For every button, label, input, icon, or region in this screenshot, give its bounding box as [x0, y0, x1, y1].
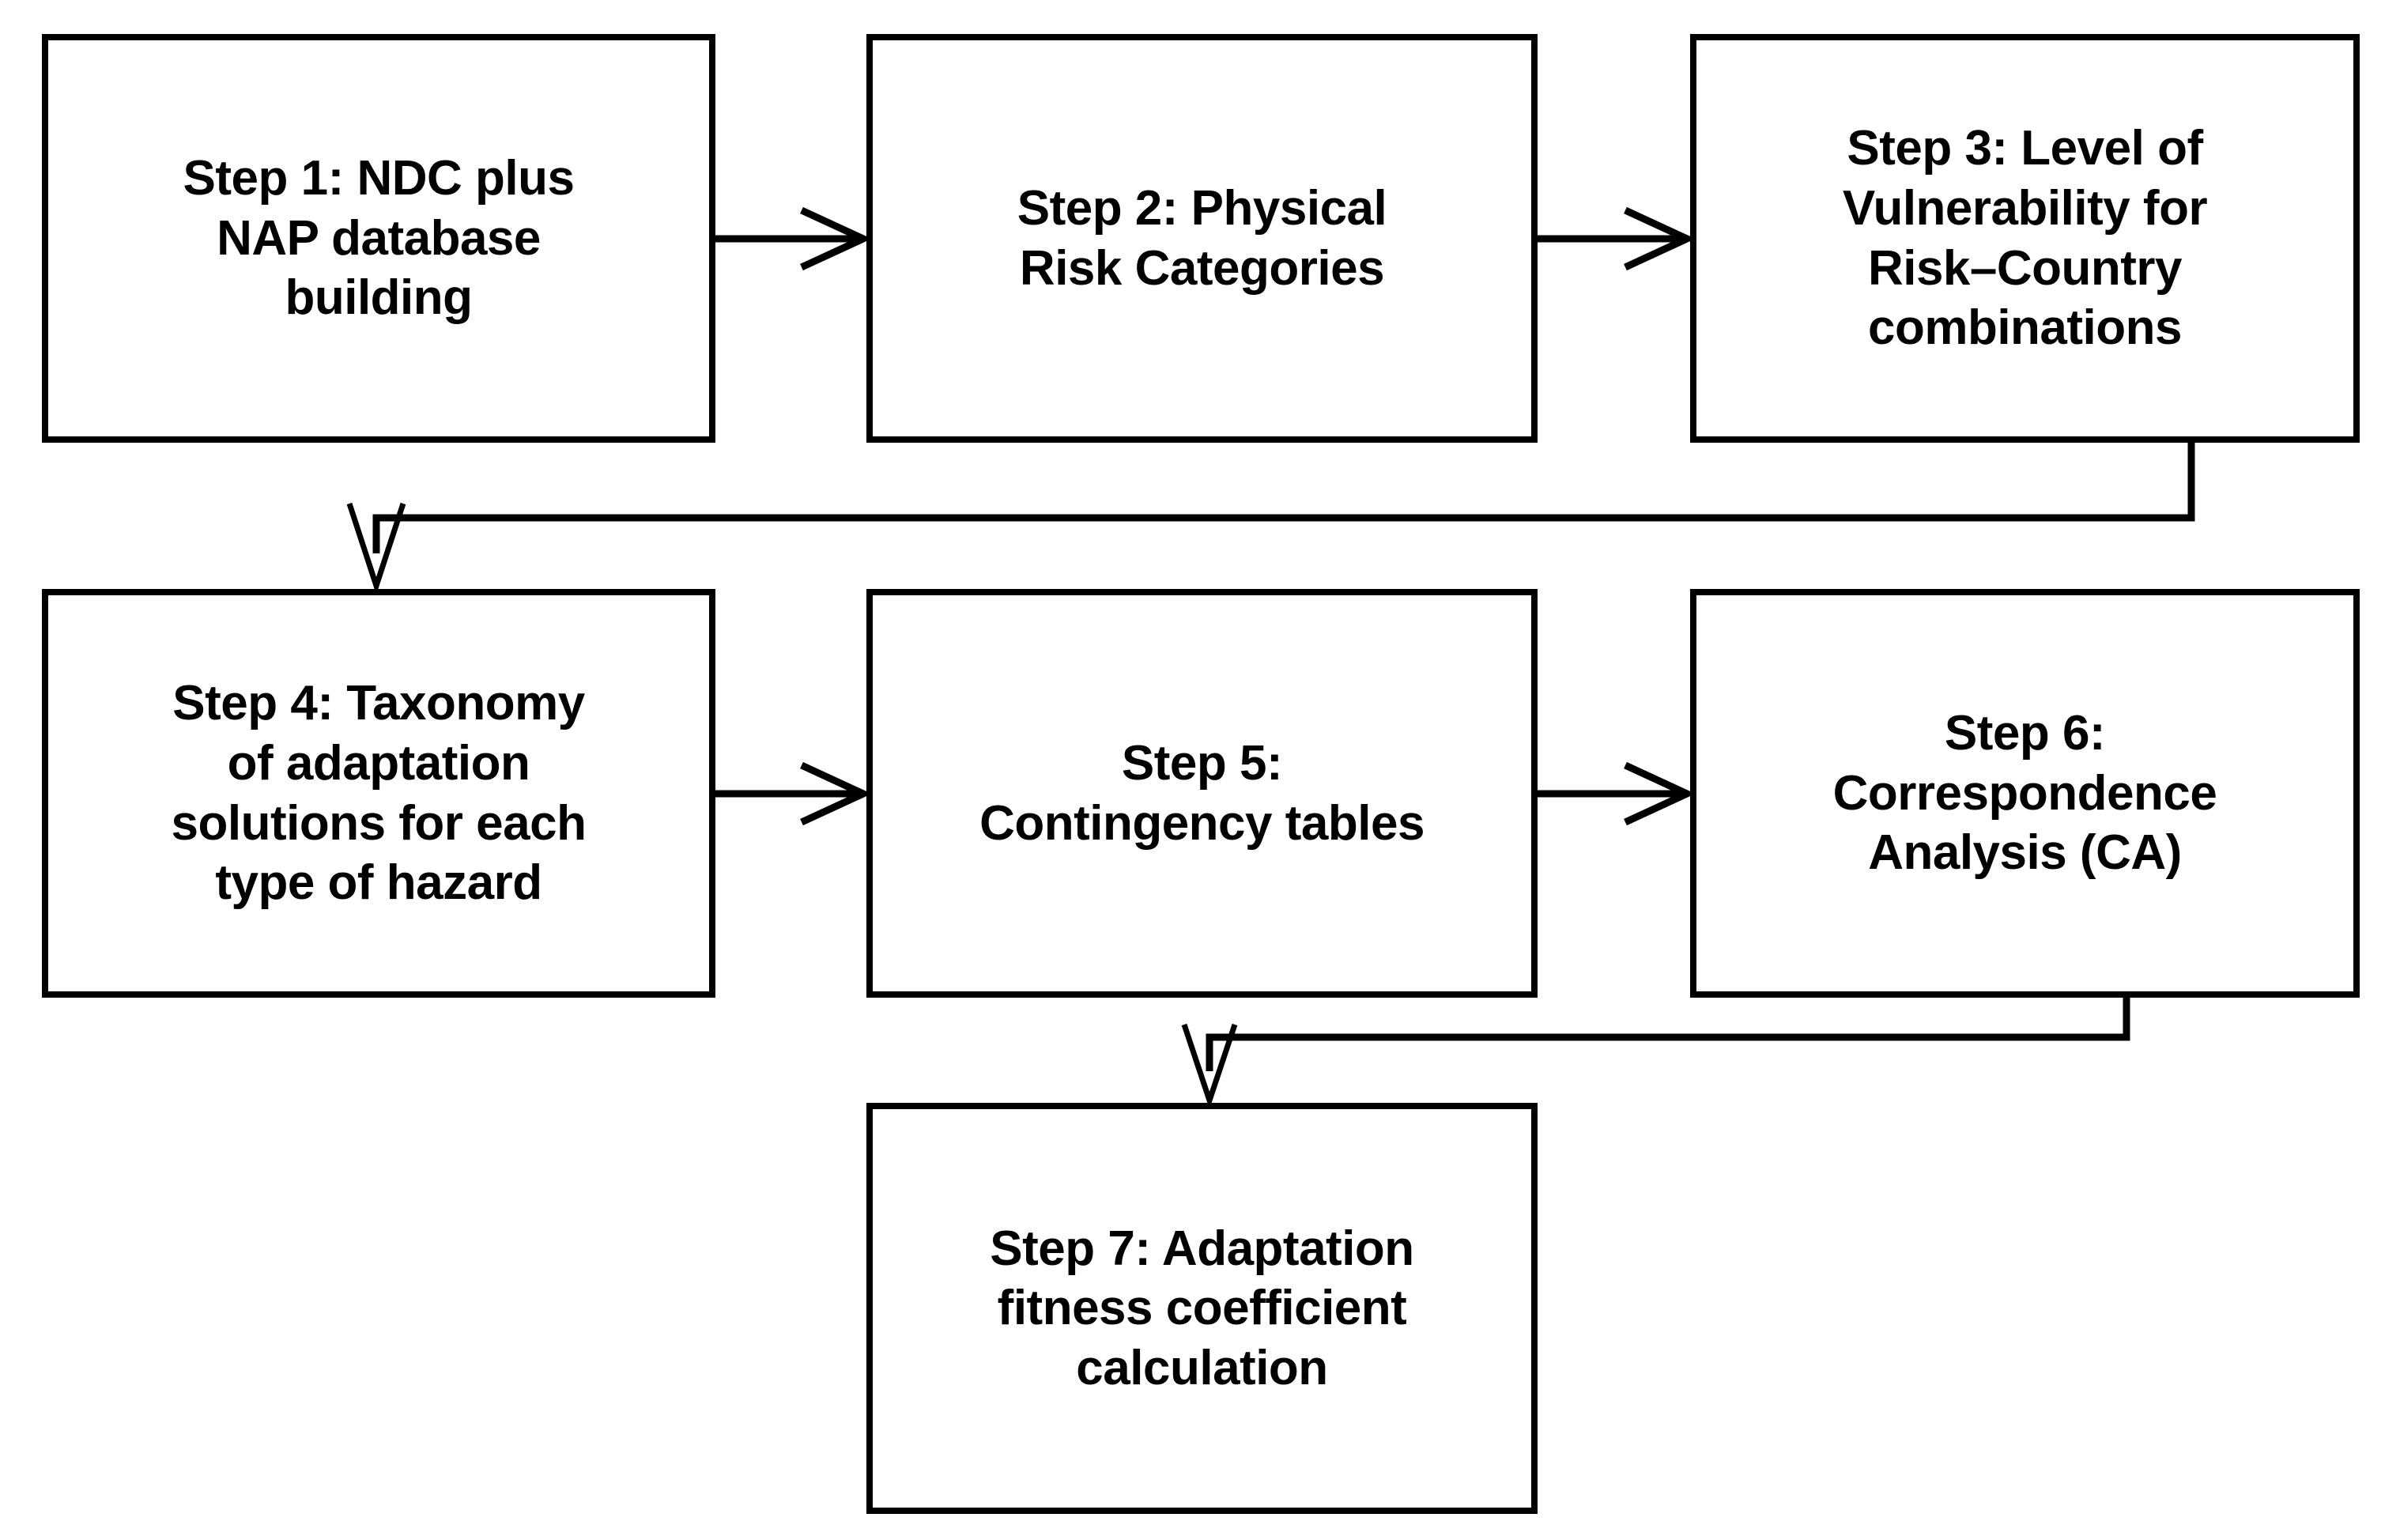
node-label-step6: Step 6: Correspondence Analysis (CA)	[1832, 706, 2217, 881]
node-label-step1: Step 1: NDC plus NAP database building	[183, 151, 575, 326]
edge-step6-to-step7	[1181, 998, 2130, 1110]
node-label-step2: Step 2: Physical Risk Categories	[1017, 180, 1387, 296]
flowchart-node-step4[interactable]: Step 4: Taxonomy of adaptation solutions…	[42, 589, 715, 998]
flowchart-node-step3[interactable]: Step 3: Level of Vulnerability for Risk–…	[1690, 34, 2360, 443]
edge-step4-to-step5	[715, 761, 872, 826]
node-label-step4: Step 4: Taxonomy of adaptation solutions…	[171, 676, 587, 911]
edge-step2-to-step3	[1538, 206, 1696, 271]
node-label-step7: Step 7: Adaptation fitness coefficient c…	[990, 1221, 1414, 1395]
flowchart-node-step6[interactable]: Step 6: Correspondence Analysis (CA)	[1690, 589, 2360, 998]
edge-step1-to-step2	[715, 206, 872, 271]
flowchart-node-step7[interactable]: Step 7: Adaptation fitness coefficient c…	[866, 1103, 1538, 1514]
flowchart-node-step1[interactable]: Step 1: NDC plus NAP database building	[42, 34, 715, 443]
flowchart-node-step2[interactable]: Step 2: Physical Risk Categories	[866, 34, 1538, 443]
edge-step3-to-step4	[346, 443, 2195, 595]
node-label-step3: Step 3: Level of Vulnerability for Risk–…	[1842, 121, 2208, 356]
node-label-step5: Step 5: Contingency tables	[979, 735, 1425, 851]
edge-step5-to-step6	[1538, 761, 1696, 826]
flowchart-node-step5[interactable]: Step 5: Contingency tables	[866, 589, 1538, 998]
